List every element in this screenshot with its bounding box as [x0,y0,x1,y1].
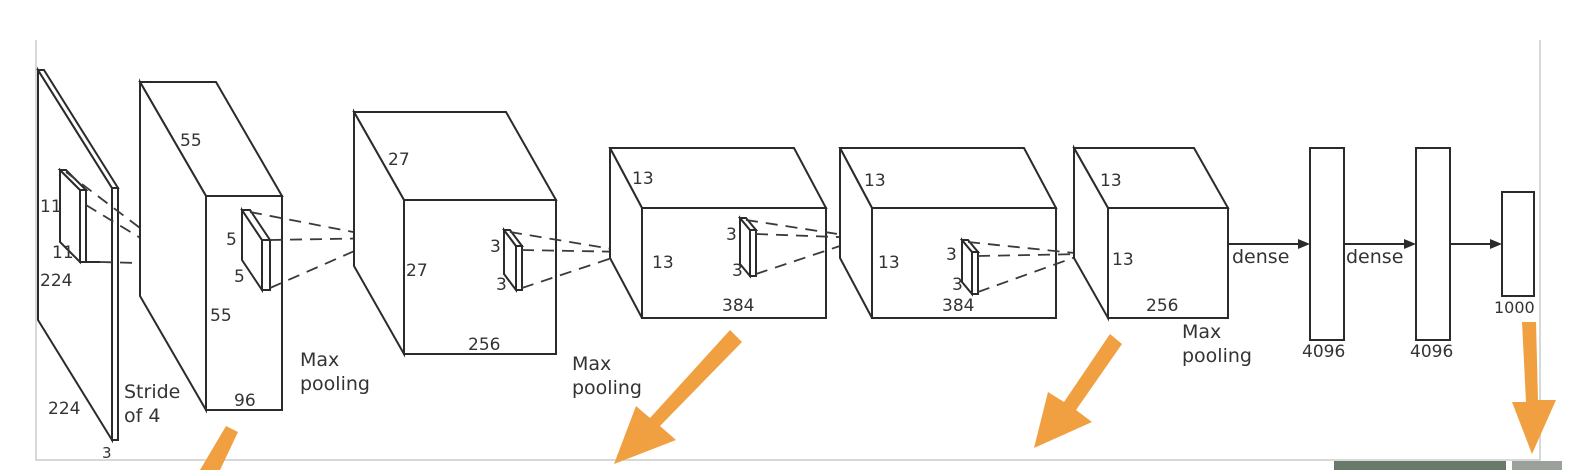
conv5-top-label: 13 [1100,171,1122,191]
dense2-label: dense [1346,246,1403,268]
input-kernel-height-label: 11 [40,197,62,217]
pool3-label-line1: Max [1182,321,1221,343]
conv4-side-label: 13 [878,253,900,273]
conv1-layer: 55 55 96 5 5 Max pooling [138,78,370,414]
input-slab-side [111,187,119,441]
image-frame [35,40,1541,461]
conv4-top-label: 13 [864,171,886,191]
stride-label-line2: of 4 [124,405,160,427]
orange-arrow-left-icon [200,426,238,470]
dense2-box [1415,147,1451,341]
conv3-kernel-b-label: 3 [732,261,743,281]
conv1-kernel-a-label: 5 [226,230,237,250]
pool2-label-line2: pooling [572,377,642,399]
conv2-kernel-b-label: 3 [496,275,507,295]
input-height-label: 224 [40,271,72,291]
conv1-side-label: 55 [210,306,232,326]
dense2-size-label: 4096 [1410,342,1453,362]
connector-conv4-conv5-b [977,253,1085,257]
conv1-kernel-side [261,239,271,291]
conv5-side-label: 13 [1112,250,1134,270]
taskbar-fragment [1334,461,1506,470]
pool1-label-line1: Max [300,349,339,371]
conv3-top-label: 13 [632,169,654,189]
conv2-front-face [403,199,557,355]
dense1-arrowhead [1298,239,1310,249]
pool1-label-line2: pooling [300,373,370,395]
conv4-depth-label: 384 [942,296,974,316]
conv3-layer: 13 13 384 3 3 [608,147,828,319]
connector-conv1-conv2-a [249,211,385,239]
output-size-label: 1000 [1494,298,1535,317]
annotation-arrows [200,322,1556,470]
dense1-size-label: 4096 [1302,342,1345,362]
conv4-kernel-side [971,251,979,295]
conv4-kernel-b-label: 3 [952,275,963,295]
conv1-top-label: 55 [180,131,202,151]
stride-label-line1: Stride [124,381,180,403]
pool2-label-line1: Max [572,353,611,375]
pool3-label-line2: pooling [1182,345,1252,367]
dense1-label: dense [1232,246,1289,268]
conv1-kernel-b-label: 5 [234,267,245,287]
conv4-kernel-a-label: 3 [946,245,957,265]
conv2-layer: 27 27 256 3 3 Max pooling [352,108,642,399]
taskbar-fragment-2 [1512,461,1562,470]
orange-arrow-down-icon [1512,322,1556,454]
input-width-label: 224 [48,399,80,419]
output-arrowhead [1490,239,1502,249]
conv2-kernel-side [515,245,523,291]
input-layer: 11 11 224 224 3 Stride of 4 [36,66,180,462]
conv3-kernel-a-label: 3 [726,225,737,245]
dense2-arrowhead [1404,239,1416,249]
orange-arrow-center-icon [614,330,742,464]
input-depth-label: 3 [102,444,112,462]
conv2-depth-label: 256 [468,335,500,355]
conv3-depth-label: 384 [722,296,754,316]
conv1-depth-label: 96 [234,391,256,411]
output-box [1501,191,1535,297]
input-kernel-width-label: 11 [52,243,74,263]
conv4-layer: 13 13 384 3 3 [838,147,1058,319]
conv3-side-label: 13 [652,253,674,273]
dense-layers: dense 4096 dense 4096 1000 [1228,147,1535,362]
conv2-side-label: 27 [406,261,428,281]
conv5-depth-label: 256 [1146,296,1178,316]
conv3-kernel-side [749,229,757,277]
dense1-box [1309,147,1345,341]
conv2-kernel-a-label: 3 [490,237,501,257]
conv2-top-label: 27 [388,150,410,170]
input-kernel-side [79,189,87,263]
conv5-layer: 13 13 256 Max pooling [1072,144,1252,367]
orange-arrow-right-icon [1034,334,1122,448]
conv5-front-face [1107,207,1229,319]
